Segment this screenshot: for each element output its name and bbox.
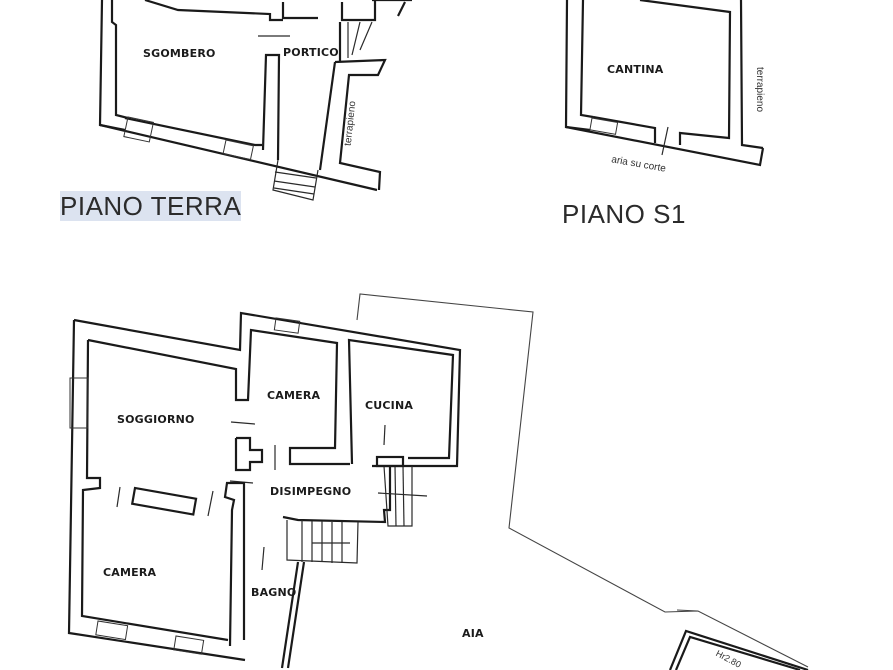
- room-label-soggiorno: SOGGIORNO: [117, 413, 195, 426]
- note-terrapieno-s1: terrapieno: [754, 66, 766, 113]
- room-label-disimpegno: DISIMPEGNO: [270, 485, 352, 498]
- room-label-portico: PORTICO: [283, 46, 339, 59]
- room-label-camera-nord: CAMERA: [267, 389, 321, 402]
- piano-primo-plan: [67, 293, 809, 670]
- room-label-camera-sud: CAMERA: [103, 566, 157, 579]
- level-title-text: PIANO TERRA: [60, 191, 242, 221]
- room-label-cantina: CANTINA: [607, 63, 664, 76]
- level-title-piano-terra: PIANO TERRA: [60, 191, 242, 222]
- piano-s1-plan: [564, 0, 765, 167]
- room-label-aia: AIA: [462, 627, 484, 640]
- room-label-sgombero: SGOMBERO: [143, 47, 216, 60]
- room-label-cucina: CUCINA: [365, 399, 414, 412]
- level-title-piano-s1: PIANO S1: [562, 199, 686, 229]
- piano-terra-plan: [98, 0, 412, 201]
- room-label-bagno: BAGNO: [251, 586, 297, 599]
